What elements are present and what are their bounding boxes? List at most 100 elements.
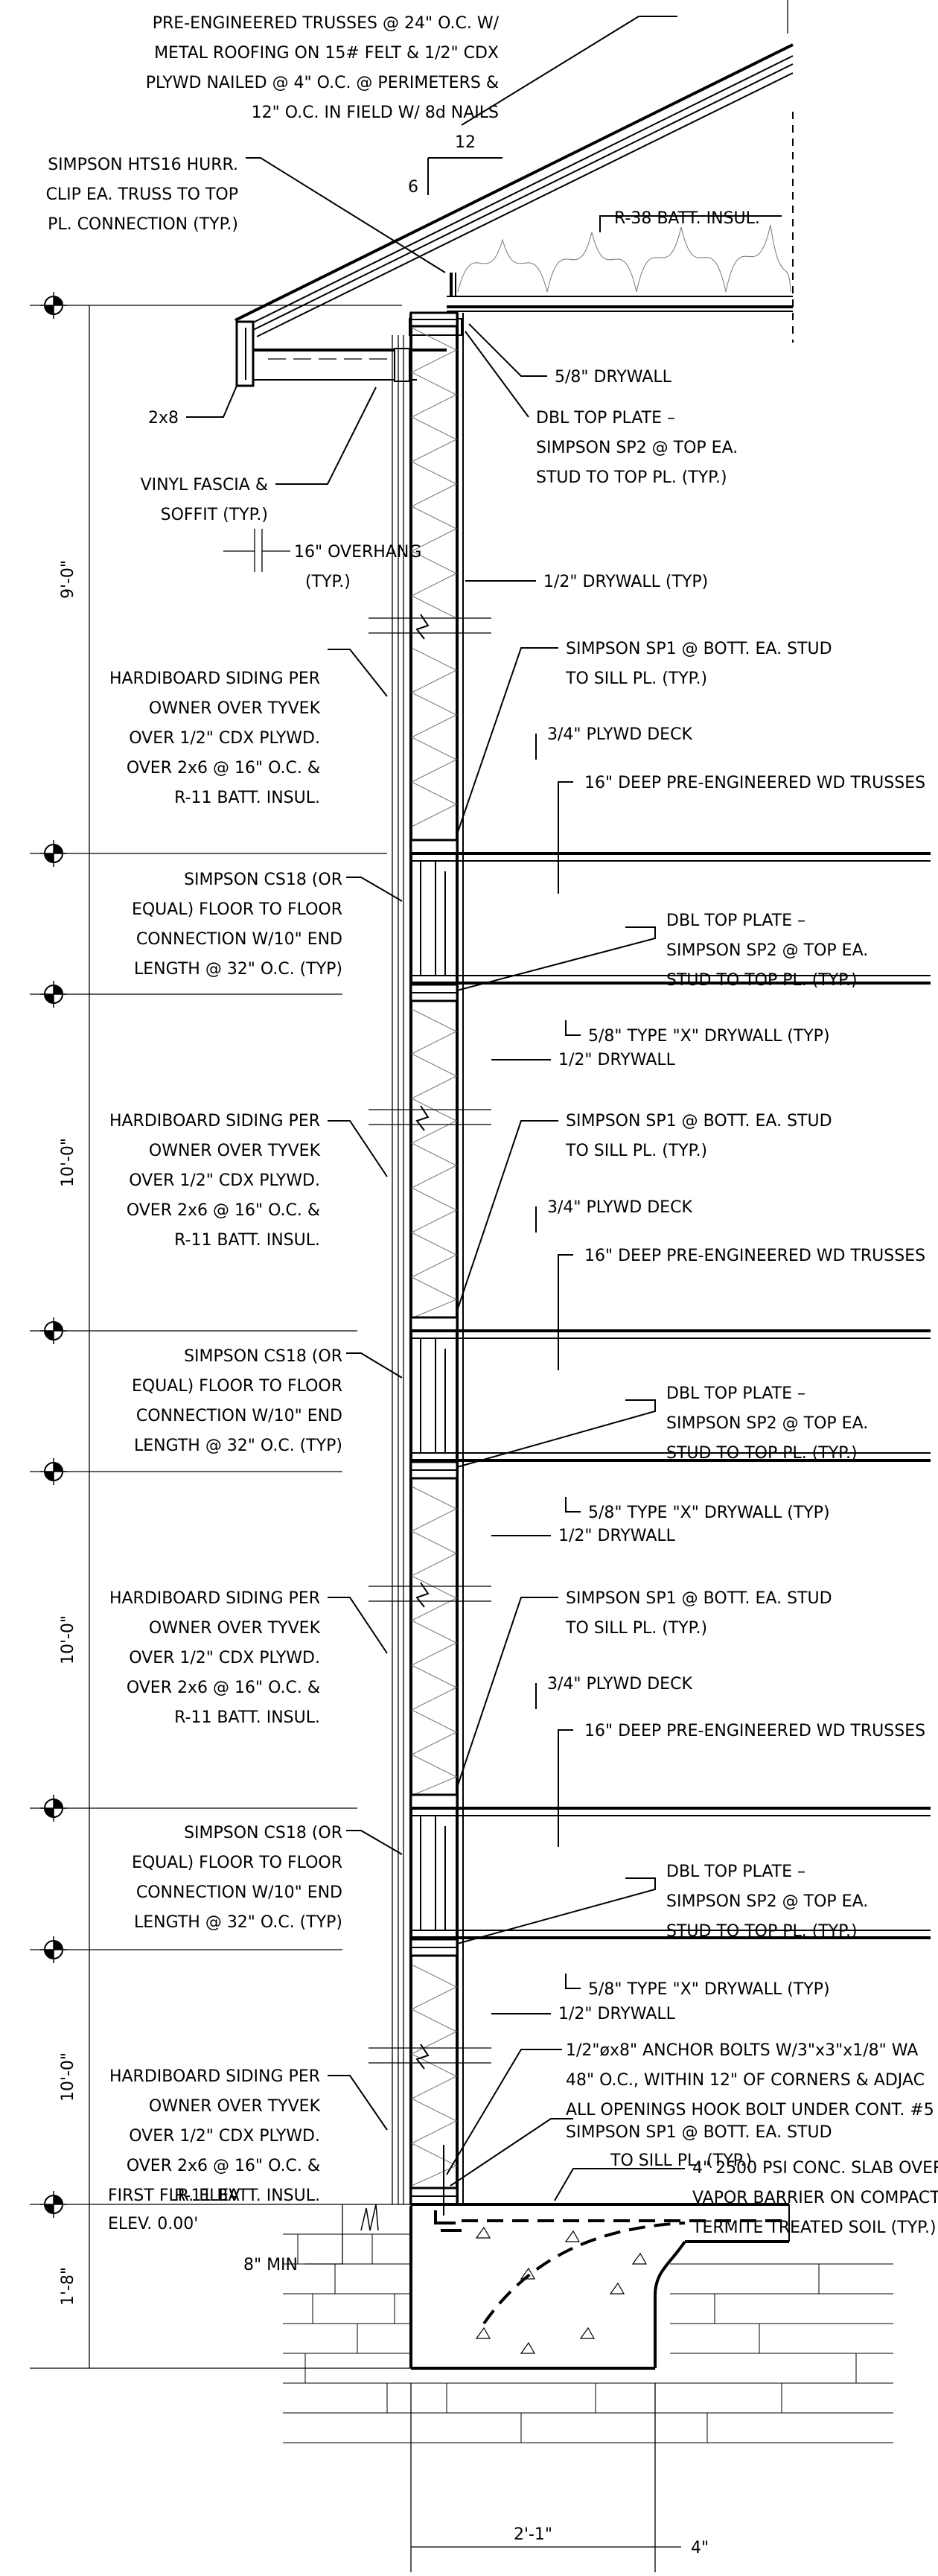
floor-truss-note: 16" DEEP PRE-ENGINEERED WD TRUSSES [584, 1247, 925, 1265]
sp1-note: TO SILL PL. (TYP.) [565, 1619, 707, 1638]
fascia-soffit-note: SOFFIT (TYP.) [161, 506, 268, 524]
siding-note: OWNER OVER TYVEK [149, 1142, 321, 1160]
top-plate-note: SIMPSON SP2 @ TOP EA. [666, 1892, 868, 1911]
siding-note: OWNER OVER TYVEK [149, 1619, 321, 1638]
sp1-bottom-note: TO SILL PL. (TYP.) [610, 2152, 752, 2170]
siding-note: OVER 2x6 @ 16" O.C. & [127, 1679, 320, 1697]
footing-edge-dim: 4" [691, 2539, 709, 2557]
ceiling-drywall-note: 5/8" DRYWALL [555, 368, 672, 387]
soil-hatch [283, 2233, 893, 2443]
truss-note-line: METAL ROOFING ON 15# FELT & 1/2" CDX [154, 44, 499, 63]
floor-assembly-1 [409, 839, 931, 1002]
siding-note: OVER 1/2" CDX PLYWD. [129, 729, 320, 748]
fascia-soffit-note: VINYL FASCIA & [141, 476, 268, 494]
leader-lines [186, 16, 782, 2572]
story-height-label: 10'-0" [59, 1615, 77, 1664]
top-plate-note: STUD TO TOP PL. (TYP.) [666, 1922, 858, 1941]
drywall-note: 1/2" DRYWALL [558, 1527, 676, 1545]
top-plate-note: STUD TO TOP PL. (TYP.) [536, 468, 727, 487]
top-plate-note: DBL TOP PLATE – [666, 1384, 805, 1403]
foundation [283, 2145, 893, 2443]
min-clearance-note: 8" MIN [243, 2256, 298, 2274]
siding-note: OVER 2x6 @ 16" O.C. & [127, 759, 320, 777]
sp1-bottom-note: SIMPSON SP1 @ BOTT. EA. STUD [566, 2123, 832, 2142]
siding-note: OWNER OVER TYVEK [149, 2097, 321, 2116]
drywall-note: 1/2" DRYWALL [558, 2005, 676, 2023]
story-height-label: 10'-0" [59, 2052, 77, 2102]
siding-note: HARDIBOARD SIDING PER [109, 670, 320, 688]
siding-note: HARDIBOARD SIDING PER [109, 2067, 320, 2086]
truss-note-line: PLYWD NAILED @ 4" O.C. @ PERIMETERS & [146, 74, 499, 92]
level-marker-icon [39, 1457, 68, 1486]
annotations: PRE-ENGINEERED TRUSSES @ 24" O.C. W/ MET… [46, 14, 938, 2557]
drywall-note: 1/2" DRYWALL [558, 1051, 676, 1069]
level-marker-icon [39, 1794, 68, 1822]
cs18-note: SIMPSON CS18 (OR [184, 1824, 342, 1842]
cs18-note: EQUAL) FLOOR TO FLOOR [132, 900, 342, 919]
dimension-string: 9'-0" 10'-0" 10'-0" 10'-0" 1'-8" [30, 291, 566, 2369]
top-plate-note: SIMPSON SP2 @ TOP EA. [536, 439, 738, 457]
wall-assembly [368, 311, 491, 2204]
cs18-note: SIMPSON CS18 (OR [184, 871, 342, 889]
slab-note: TERMITE TREATED SOIL (TYP.) [692, 2219, 937, 2237]
roof-insulation-note: R-38 BATT. INSUL. [614, 209, 760, 228]
story-height-label: 10'-0" [59, 1138, 77, 1187]
floor-truss-note: 16" DEEP PRE-ENGINEERED WD TRUSSES [584, 1722, 925, 1740]
sp1-note: SIMPSON SP1 @ BOTT. EA. STUD [566, 1589, 832, 1608]
siding-note: OVER 2x6 @ 16" O.C. & [127, 1201, 320, 1220]
truss-note-line: 12" O.C. IN FIELD W/ 8d NAILS [252, 104, 499, 122]
top-plate-note: DBL TOP PLATE – [536, 409, 675, 427]
slab-note: VAPOR BARRIER ON COMPACTED [692, 2189, 938, 2207]
story-height-label: 9'-0" [59, 560, 77, 599]
top-plate-note: SIMPSON SP2 @ TOP EA. [666, 941, 868, 960]
cs18-note: EQUAL) FLOOR TO FLOOR [132, 1377, 342, 1396]
first-floor-elev-label: FIRST FLR. ELEV [108, 2187, 240, 2205]
siding-note: R-11 BATT. INSUL. [174, 1708, 320, 1727]
type-x-drywall-note: 5/8" TYPE "X" DRYWALL (TYP) [588, 1980, 830, 1999]
anchor-bolt-note: 48" O.C., WITHIN 12" OF CORNERS & ADJAC [566, 2071, 925, 2090]
overhang-note: 16" OVERHANG [294, 543, 421, 562]
level-marker-icon [39, 839, 68, 868]
cs18-note: LENGTH @ 32" O.C. (TYP) [134, 1913, 342, 1932]
sp1-note: SIMPSON SP1 @ BOTT. EA. STUD [566, 1112, 832, 1130]
sp1-note: TO SILL PL. (TYP.) [565, 1142, 707, 1160]
sp1-note: SIMPSON SP1 @ BOTT. EA. STUD [566, 640, 832, 658]
floor-assembly-3 [409, 1793, 931, 1957]
siding-note: R-11 BATT. INSUL. [174, 2187, 320, 2205]
siding-note: OWNER OVER TYVEK [149, 699, 321, 718]
floor-assembly-2 [409, 1316, 931, 1480]
roof-slope-rise: 6 [408, 178, 418, 197]
type-x-drywall-note: 5/8" TYPE "X" DRYWALL (TYP) [588, 1027, 830, 1046]
siding-note: OVER 1/2" CDX PLYWD. [129, 1649, 320, 1667]
anchor-bolt-note: 1/2"øx8" ANCHOR BOLTS W/3"x3"x1/8" WA [566, 2041, 918, 2060]
footing-width-dim: 2'-1" [514, 2525, 552, 2544]
top-plate-note: SIMPSON SP2 @ TOP EA. [666, 1414, 868, 1433]
plywood-deck-note: 3/4" PLYWD DECK [547, 1675, 692, 1694]
level-marker-icon [39, 980, 68, 1008]
wall-drywall-note: 1/2" DRYWALL (TYP) [543, 573, 708, 591]
roof-slope-run: 12 [455, 133, 476, 152]
cs18-note: EQUAL) FLOOR TO FLOOR [132, 1854, 342, 1872]
cs18-note: CONNECTION W/10" END [136, 930, 342, 949]
level-marker-icon [39, 291, 68, 319]
floor-truss-note: 16" DEEP PRE-ENGINEERED WD TRUSSES [584, 774, 925, 792]
siding-note: HARDIBOARD SIDING PER [109, 1589, 320, 1608]
fascia-board-note: 2x8 [148, 409, 179, 427]
top-plate-note: STUD TO TOP PL. (TYP.) [666, 1444, 858, 1463]
anchor-bolt-note: ALL OPENINGS HOOK BOLT UNDER CONT. #5 [566, 2101, 934, 2119]
siding-note: OVER 1/2" CDX PLYWD. [129, 2127, 320, 2146]
siding-note: OVER 2x6 @ 16" O.C. & [127, 2157, 320, 2175]
level-marker-icon [39, 1936, 68, 1964]
plywood-deck-note: 3/4" PLYWD DECK [547, 1198, 692, 1217]
type-x-drywall-note: 5/8" TYPE "X" DRYWALL (TYP) [588, 1504, 830, 1522]
cs18-note: LENGTH @ 32" O.C. (TYP) [134, 960, 342, 979]
siding-note: R-11 BATT. INSUL. [174, 1231, 320, 1250]
siding-note: HARDIBOARD SIDING PER [109, 1112, 320, 1130]
siding-note: OVER 1/2" CDX PLYWD. [129, 1171, 320, 1190]
slab-note: 4" 2500 PSI CONC. SLAB OVER [692, 2159, 938, 2178]
cs18-note: LENGTH @ 32" O.C. (TYP) [134, 1437, 342, 1455]
hurricane-clip-note: SIMPSON HTS16 HURR. [48, 156, 238, 174]
hurricane-clip-note: PL. CONNECTION (TYP.) [48, 215, 238, 234]
